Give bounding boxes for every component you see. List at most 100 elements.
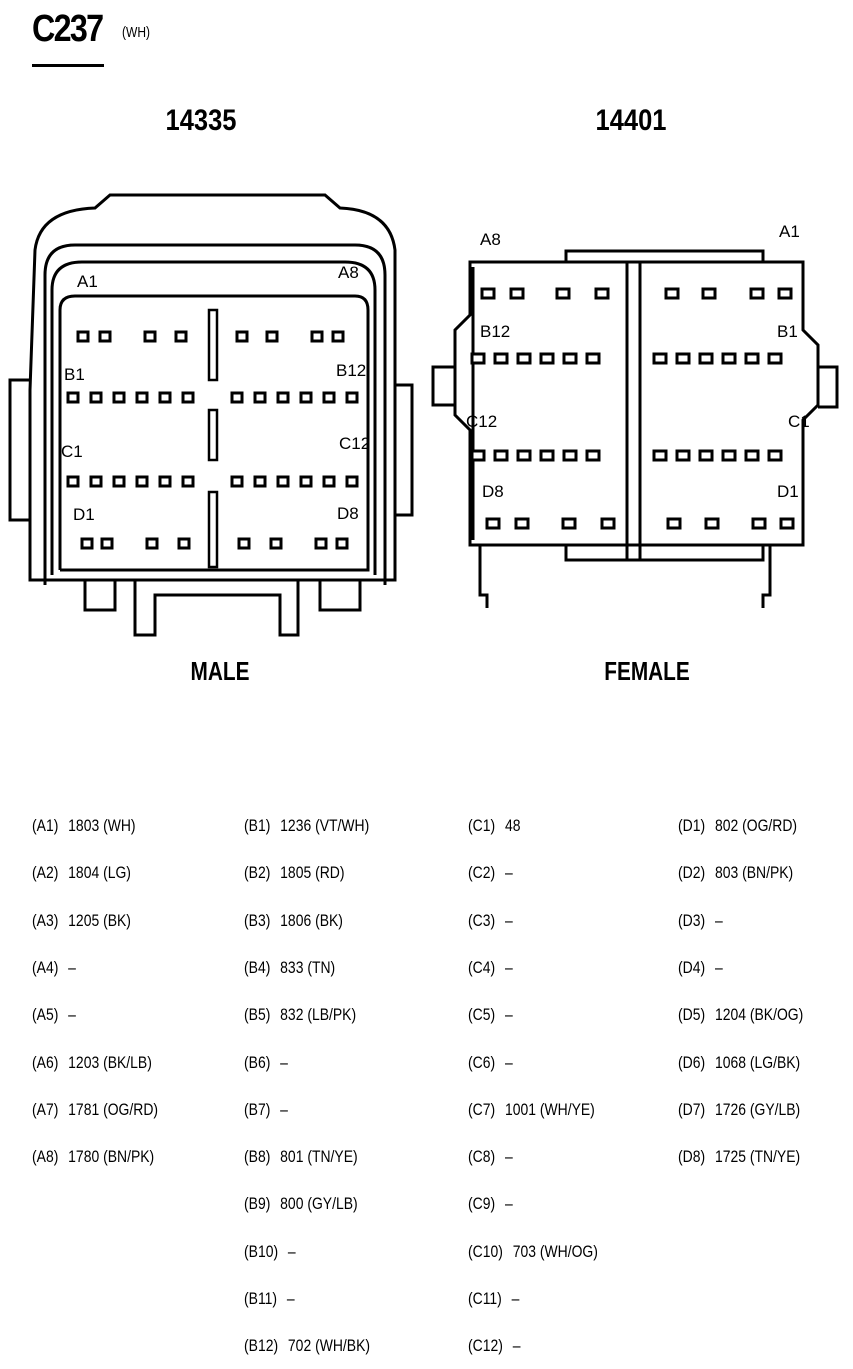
pin-id: (A3) — [32, 910, 59, 930]
pin-circuit: – — [504, 957, 513, 977]
pin-circuit: 1204 (BK/OG) — [714, 1005, 804, 1025]
pin-row: (A2) 1804 (LG) — [32, 863, 131, 883]
pin-circuit: – — [504, 863, 513, 883]
female-label-b12: B12 — [480, 322, 510, 341]
pin-circuit: – — [504, 1052, 513, 1072]
pin-circuit: – — [511, 1289, 520, 1308]
pin-row: (B8) 801 (TN/YE) — [244, 1147, 358, 1167]
pin-id: (C5) — [468, 1005, 496, 1025]
pin-row: (A6) 1203 (BK/LB) — [32, 1053, 152, 1073]
pin-id: (C9) — [468, 1194, 496, 1214]
pin-row: (C1) 48 — [468, 816, 520, 836]
pin-circuit: 1725 (TN/YE) — [714, 1147, 801, 1167]
pin-id: (D8) — [678, 1147, 706, 1167]
pin-id: (A6) — [32, 1052, 59, 1072]
pin-circuit: 1780 (BN/PK) — [68, 1147, 155, 1167]
pin-id: (A7) — [32, 1099, 59, 1119]
pin-id: (C6) — [468, 1052, 496, 1072]
pin-id: (C3) — [468, 910, 496, 930]
title-underline — [32, 64, 104, 67]
female-part-number: 14401 — [595, 104, 667, 137]
pin-id: (D2) — [678, 863, 706, 883]
pin-id: (B8) — [244, 1147, 271, 1167]
pin-row: (B5) 832 (LB/PK) — [244, 1005, 356, 1025]
pin-circuit: – — [287, 1241, 296, 1261]
pin-id: (B3) — [244, 910, 271, 930]
female-label-c12: C12 — [466, 412, 497, 431]
pin-id: (B1) — [244, 816, 271, 835]
connector-id: C237 — [32, 8, 104, 50]
pin-circuit: 1804 (LG) — [68, 863, 131, 883]
pin-id: (A4) — [32, 957, 59, 977]
pin-row: (C11)– — [468, 1289, 519, 1309]
pin-id: (A2) — [32, 863, 59, 883]
female-label-a1: A1 — [779, 222, 800, 241]
pin-id: (D6) — [678, 1052, 706, 1072]
pinout-table: (A1)1803 (WH)(A2)1804 (LG)(A3)1205 (BK)(… — [0, 810, 853, 1369]
pin-id: (B7) — [244, 1099, 271, 1119]
pin-row: (A8) 1780 (BN/PK) — [32, 1147, 154, 1167]
pin-circuit: 1203 (BK/LB) — [68, 1052, 152, 1072]
pin-id: (A5) — [32, 1005, 59, 1025]
pin-id: (D5) — [678, 1005, 706, 1025]
pin-row: (A4)– — [32, 958, 76, 978]
pin-row: (D1)802 (OG/RD) — [678, 816, 797, 836]
male-label-d8: D8 — [337, 504, 359, 523]
pin-circuit: 801 (TN/YE) — [280, 1147, 358, 1167]
pin-circuit: 1805 (RD) — [280, 863, 345, 883]
pin-row: (B9)800 (GY/LB) — [244, 1194, 358, 1214]
pin-id: (C1) — [468, 816, 496, 835]
pin-circuit: 1726 (GY/LB) — [714, 1099, 801, 1119]
female-label-c1: C1 — [788, 412, 810, 431]
pin-circuit: – — [286, 1289, 295, 1308]
pin-id: (B4) — [244, 957, 271, 977]
pin-id: (D3) — [678, 910, 706, 930]
pin-row: (C12)– — [468, 1336, 520, 1356]
pin-circuit: – — [504, 1194, 513, 1214]
pin-circuit: 1806 (BK) — [280, 910, 343, 930]
pin-circuit: – — [68, 1005, 76, 1025]
pin-circuit: 1781 (OG/RD) — [68, 1099, 159, 1119]
pin-id: (B5) — [244, 1005, 271, 1025]
pin-id: (C7) — [468, 1099, 496, 1119]
pin-row: (C3)– — [468, 911, 513, 931]
pin-circuit: – — [512, 1336, 521, 1356]
male-label-b12: B12 — [336, 361, 366, 380]
male-label-d1: D1 — [73, 505, 95, 524]
female-label-d8: D8 — [482, 482, 504, 501]
pin-circuit: – — [280, 1099, 288, 1119]
pin-circuit: – — [68, 957, 76, 977]
pin-circuit: 1236 (VT/WH) — [280, 816, 370, 835]
female-label-d1: D1 — [777, 482, 799, 501]
pin-row: (B6)– — [244, 1053, 288, 1073]
connector-color: (WH) — [122, 24, 150, 41]
female-gender-label: FEMALE — [604, 656, 690, 686]
pin-circuit: – — [280, 1052, 288, 1072]
pin-row: (D5) 1204 (BK/OG) — [678, 1005, 803, 1025]
pin-row: (D7) 1726 (GY/LB) — [678, 1100, 800, 1120]
male-label-c1: C1 — [61, 442, 83, 461]
pin-row: (C6)– — [468, 1053, 513, 1073]
pin-id: (C10) — [468, 1241, 503, 1261]
pin-row: (A7) 1781 (OG/RD) — [32, 1100, 158, 1120]
pin-circuit: 832 (LB/PK) — [280, 1005, 357, 1025]
female-label-b1: B1 — [777, 322, 798, 341]
male-part-number: 14335 — [165, 104, 237, 137]
pin-circuit: 803 (BN/PK) — [714, 863, 794, 883]
pin-circuit: – — [504, 1147, 513, 1167]
pin-id: (B12) — [244, 1336, 279, 1356]
pin-row: (C5)– — [468, 1005, 513, 1025]
pin-circuit: 48 — [504, 816, 521, 835]
pin-circuit: 1803 (WH) — [68, 816, 136, 835]
pin-row: (B7)– — [244, 1100, 288, 1120]
pin-row: (C4)– — [468, 958, 513, 978]
pin-circuit: 1205 (BK) — [68, 910, 131, 930]
pin-id: (A8) — [32, 1147, 59, 1167]
pin-row: (A1)1803 (WH) — [32, 816, 136, 836]
pin-row: (B11)– — [244, 1289, 295, 1309]
pin-circuit: 833 (TN) — [280, 957, 336, 977]
pin-row: (B4) 833 (TN) — [244, 958, 335, 978]
pin-row: (A3) 1205 (BK) — [32, 911, 131, 931]
pin-id: (D7) — [678, 1099, 706, 1119]
pin-circuit: – — [714, 957, 723, 977]
